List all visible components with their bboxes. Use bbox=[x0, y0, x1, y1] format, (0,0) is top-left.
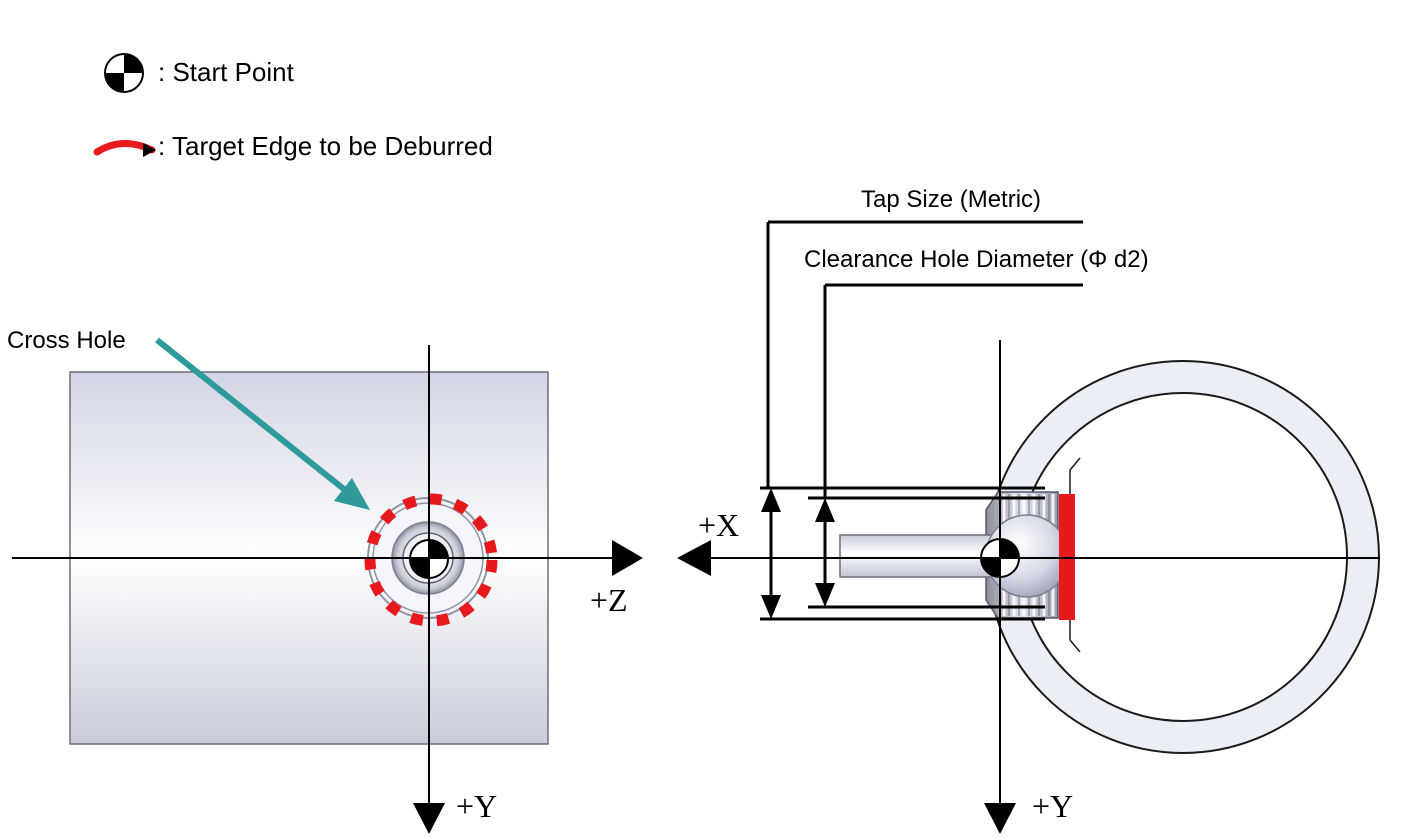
red-arc-icon bbox=[93, 140, 156, 157]
x-axis-arrowhead bbox=[677, 540, 711, 576]
tap-size-label: Tap Size (Metric) bbox=[861, 186, 1041, 213]
z-axis-arrowhead bbox=[612, 540, 643, 576]
y-axis-label-left: +Y bbox=[456, 788, 497, 824]
cross-hole-label: Cross Hole bbox=[7, 327, 126, 354]
z-axis-label: +Z bbox=[590, 582, 628, 618]
legend: : Start Point : Target Edge to be Deburr… bbox=[93, 53, 493, 161]
ring-part bbox=[986, 359, 1380, 755]
deburr-edge-dashed bbox=[364, 493, 498, 627]
y-axis-arrowhead-left bbox=[413, 803, 445, 834]
legend-start-point-label: : Start Point bbox=[158, 57, 295, 87]
y-axis-label-right: +Y bbox=[1032, 788, 1073, 824]
clearance-hole-dimension bbox=[808, 283, 1083, 609]
tool-shaft bbox=[839, 534, 1001, 578]
clearance-hole-label: Clearance Hole Diameter (Φ d2) bbox=[804, 246, 1149, 273]
tap-size-dimension bbox=[760, 220, 1083, 621]
left-view: +Z +Y Cross Hole bbox=[7, 327, 643, 834]
y-axis-arrowhead-right bbox=[984, 803, 1016, 834]
cross-hole-pointer-arrowhead bbox=[334, 478, 370, 510]
right-view: +X +Y Tap Size (Metric) Clearance Hole D… bbox=[677, 186, 1380, 834]
legend-target-edge-label: : Target Edge to be Deburred bbox=[158, 131, 493, 161]
x-axis-label: +X bbox=[698, 507, 739, 543]
start-point-icon bbox=[104, 53, 144, 93]
cross-hole-pointer-arrow bbox=[155, 337, 347, 493]
